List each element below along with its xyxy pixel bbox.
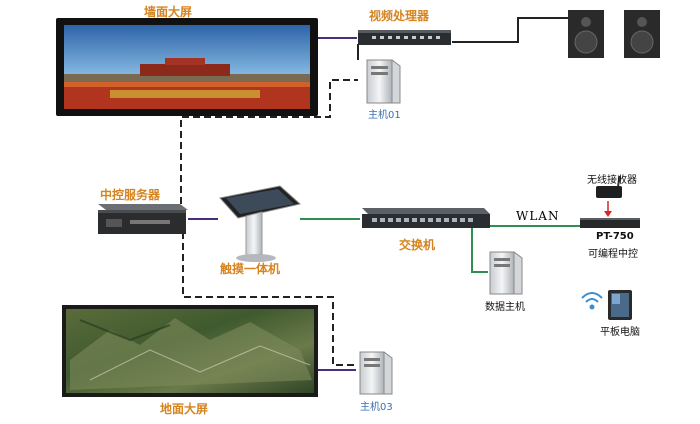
label-video-processor: 视频处理器 (369, 9, 430, 23)
tablet-device (581, 290, 632, 320)
wall-screen (56, 18, 318, 116)
video-processor (358, 30, 451, 45)
speakers (568, 10, 660, 58)
host03-tower (359, 351, 393, 395)
label-host01: 主机01 (368, 110, 401, 121)
floor-screen (62, 305, 318, 397)
connections (180, 17, 612, 371)
label-tablet: 平板电脑 (600, 327, 640, 338)
wireless-receiver (596, 175, 622, 198)
label-switch: 交换机 (399, 238, 436, 252)
label-central-server: 中控服务器 (100, 188, 161, 202)
label-floor-screen: 地面大屏 (160, 402, 209, 416)
network-switch (362, 208, 490, 228)
touch-kiosk (219, 185, 302, 262)
link-processor-to-speakers (452, 17, 568, 43)
label-pt750-model: PT-750 (596, 231, 634, 242)
label-data-host: 数据主机 (485, 302, 525, 313)
pt750-device (580, 218, 640, 228)
arrow-receiver-to-pt750 (604, 211, 612, 217)
host01-tower (366, 59, 401, 104)
link-server-to-host01 (180, 79, 358, 204)
label-wall-screen: 墙面大屏 (144, 5, 193, 19)
label-pt750-desc: 可编程中控 (588, 249, 638, 260)
label-wireless-receiver: 无线接收器 (587, 175, 637, 186)
label-host03: 主机03 (360, 402, 393, 413)
central-server (98, 204, 188, 234)
link-server-to-host03 (182, 232, 358, 366)
label-wlan: WLAN (516, 209, 560, 223)
link-switch-to-datahost (471, 228, 488, 273)
label-touch-kiosk: 触摸一体机 (220, 262, 281, 276)
data-host-tower (489, 251, 523, 295)
